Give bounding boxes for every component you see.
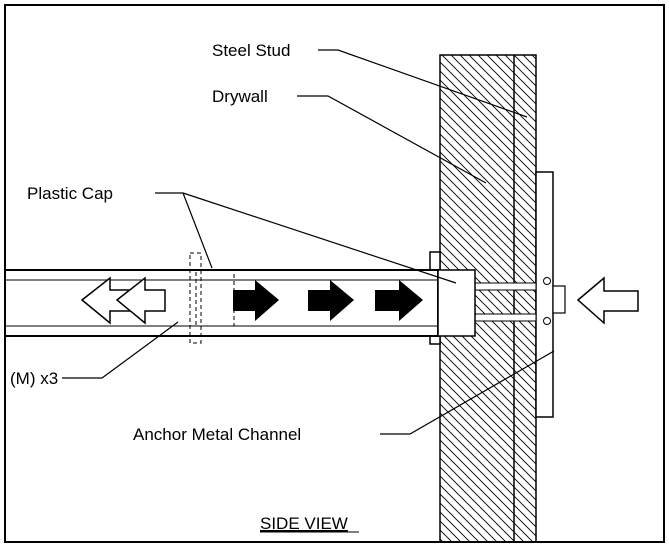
label-steel-stud: Steel Stud xyxy=(212,41,290,60)
right-solid-arrow xyxy=(233,280,279,321)
screw-top xyxy=(543,277,551,285)
label-m-x3: (M) x3 xyxy=(10,369,58,388)
plastic-cap-end xyxy=(437,269,476,337)
label-anchor-metal-channel: Anchor Metal Channel xyxy=(133,425,301,444)
right-side-outline-arrow xyxy=(576,276,639,325)
anchor-metal-channel xyxy=(535,171,554,418)
left-outline-arrow xyxy=(115,276,166,325)
label-drywall: Drywall xyxy=(212,87,268,106)
right-solid-arrow xyxy=(375,280,423,321)
screw-bottom xyxy=(543,317,551,325)
label-plastic-cap: Plastic Cap xyxy=(27,184,113,203)
right-solid-arrow xyxy=(308,280,354,321)
channel-knob xyxy=(552,285,566,314)
leader-lines xyxy=(62,49,555,435)
label-side-view: SIDE VIEW xyxy=(260,514,348,533)
